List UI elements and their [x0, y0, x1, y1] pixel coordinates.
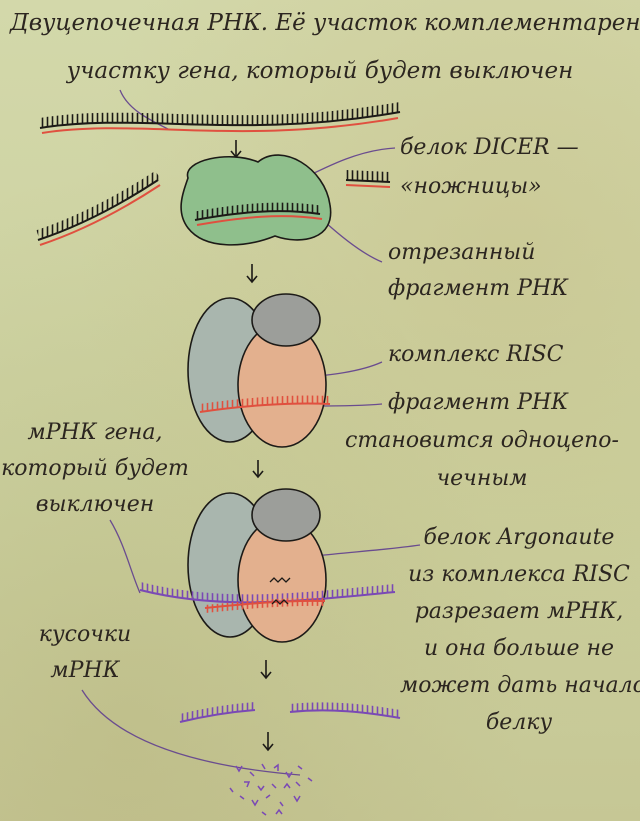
down-arrow-icon — [253, 460, 263, 477]
mrna-label-line-2: который будет — [0, 456, 190, 482]
mrna-label-line-1: мРНК гена, — [0, 420, 190, 446]
rna-piece-right — [346, 175, 390, 187]
argonaute-line-3: разрезает мРНК, — [400, 599, 638, 625]
cut-fragment-line-1: отрезанный — [388, 240, 535, 266]
cut-fragment-line-2: фрагмент РНК — [388, 276, 568, 302]
down-arrow-icon — [263, 732, 273, 750]
fragment-label-line-2: становится одноцепо- — [332, 428, 632, 454]
fragment-label-line-3: чечным — [332, 466, 632, 492]
pointer-cut — [325, 222, 382, 262]
title-line-1: Двуцепочечная РНК. Её участок комплемент… — [10, 10, 630, 37]
argonaute-line-1: белок Argonaute — [400, 525, 638, 551]
argonaute-line-6: белку — [400, 710, 638, 736]
argonaute-line-5: может дать начало — [400, 673, 638, 699]
title-line-2: участку гена, который будет выключен — [10, 58, 630, 85]
rna-piece-left — [38, 175, 160, 245]
dicer-protein — [181, 155, 331, 245]
argonaute-line-4: и она больше не — [400, 636, 638, 662]
down-arrow-icon — [247, 264, 257, 282]
down-arrow-icon — [231, 140, 241, 157]
down-arrow-icon — [261, 660, 271, 678]
dicer-subtitle: «ножницы» — [400, 174, 542, 200]
pieces-label-line-1: кусочки — [20, 622, 150, 648]
mrna-label-line-3: выключен — [0, 492, 190, 518]
risc-complex — [188, 294, 330, 447]
argonaute-line-2: из комплекса RISC — [400, 562, 638, 588]
double-stranded-rna-top — [40, 107, 400, 133]
dicer-label: белок DICER — — [400, 135, 579, 161]
mrna-pieces — [180, 706, 400, 722]
pieces-label-line-2: мРНК — [20, 658, 150, 684]
pointer-mrna — [110, 520, 140, 593]
risc-label: комплекс RISC — [388, 342, 563, 368]
fragment-label-line-1: фрагмент РНК — [388, 390, 568, 416]
